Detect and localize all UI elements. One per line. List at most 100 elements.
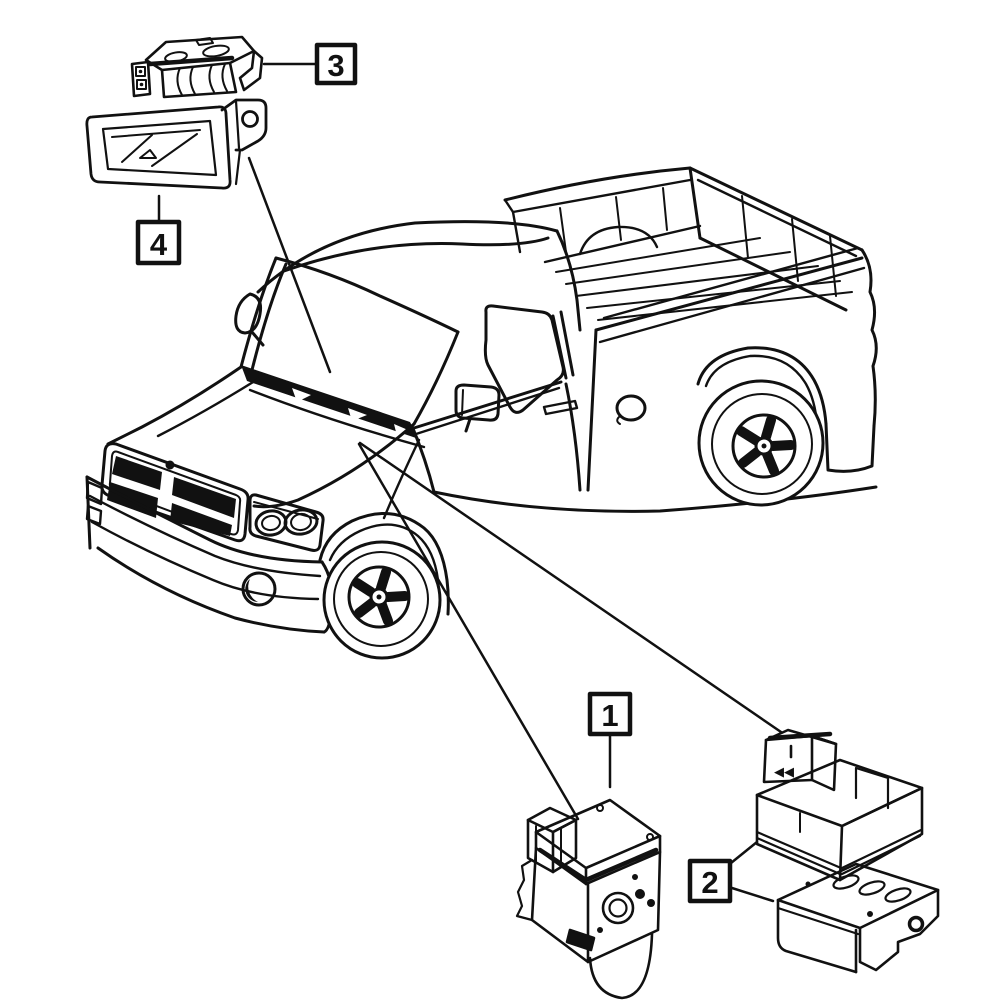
belt-line-lower <box>414 386 561 436</box>
tailgate-outer-silhouette <box>860 248 878 428</box>
b-pillar-front <box>551 314 568 380</box>
abs-module-front-band-1 <box>755 830 843 870</box>
door-window <box>483 304 565 414</box>
truck-front-fascia <box>85 442 450 634</box>
headlamp-housing <box>248 493 325 552</box>
headlamp <box>248 493 325 552</box>
tailgate-top-edge <box>688 166 864 252</box>
leader-callout2-to-module <box>729 840 759 865</box>
callout-4: 4 <box>135 219 182 266</box>
tailgate-rib-3 <box>829 235 837 297</box>
fog-lamp <box>241 571 277 607</box>
hood-left-edge <box>106 365 243 446</box>
module-connector-pin-2 <box>139 82 144 87</box>
abs-module-connector-top-band <box>767 731 833 741</box>
right-mirror-line <box>461 389 464 416</box>
front-tire-sidewall <box>333 551 429 647</box>
tailgate-bottom-edge <box>698 236 848 312</box>
bracket-fold-line <box>234 99 241 150</box>
far-wall-strut-2 <box>615 196 622 241</box>
callout-1-box <box>587 691 633 737</box>
left-mirror-arm <box>250 330 265 347</box>
grille-outer-frame <box>100 442 250 543</box>
valve-block-port-3 <box>884 887 912 903</box>
truck-bed <box>503 166 878 492</box>
tailgate-rib-1 <box>741 195 749 259</box>
module-strap-2b <box>221 63 228 92</box>
module-connector-port-2 <box>136 79 147 90</box>
valve-block-dot-1 <box>805 881 811 887</box>
grille-quadrant-top-left <box>112 456 162 490</box>
crosshair-grille <box>100 442 250 543</box>
leader-truck-to-part1 <box>357 442 580 821</box>
part-2-abs-module: ◀◀ <box>755 728 924 882</box>
windshield-right-edge <box>412 330 460 426</box>
truck-illustration <box>85 166 878 660</box>
valve-block-side-port <box>907 915 925 933</box>
hcu-connector-slot <box>565 928 596 952</box>
headlamp-lens-left-inner <box>261 514 281 532</box>
hcu-body-right-face <box>586 850 662 964</box>
front-bumper <box>85 475 334 634</box>
hcu-top-bolt-2 <box>646 833 654 841</box>
part-1-abs-hcu <box>515 798 662 1000</box>
hcu-lid-band <box>537 847 659 883</box>
far-wall-base <box>543 224 702 264</box>
headlamp-lens-right-inner <box>290 512 312 532</box>
bumper-crease-1 <box>88 494 322 578</box>
windshield-top-edge <box>274 256 460 334</box>
callout-3-box <box>314 42 358 86</box>
abs-module-connector-side <box>810 734 838 792</box>
abs-module-right-band-1 <box>840 828 923 870</box>
module-strap-2a <box>208 64 215 93</box>
hcu-connector-front <box>526 818 555 874</box>
grille-quadrant-bottom-right <box>170 503 232 536</box>
hcu-pump-motor <box>588 932 654 1000</box>
callout-4-box <box>135 219 182 266</box>
marker-lamp-upper <box>85 480 104 506</box>
rear-wheel-arch-outer <box>696 346 828 426</box>
part-3-control-module <box>130 35 264 99</box>
valve-block-front-face <box>776 898 858 974</box>
far-wall-strut-3 <box>662 187 668 231</box>
bumper-crease-2 <box>90 520 320 601</box>
rear-hub-dot <box>761 443 767 449</box>
bracket-leg <box>234 148 242 186</box>
hood-crease <box>156 377 260 438</box>
valve-block-right-face <box>858 888 940 972</box>
hcu-port-inner <box>608 898 628 918</box>
cab-rear-edge <box>555 229 582 332</box>
module-connector-port-1 <box>135 66 146 77</box>
hcu-side-flange <box>515 858 534 922</box>
bezel-inner-frame <box>101 119 218 177</box>
grille-quadrant-top-right <box>172 477 236 518</box>
callout-4-label: 4 <box>150 227 168 262</box>
bed-far-rail-inner <box>511 178 692 214</box>
leader-truck-to-part2 <box>358 441 783 734</box>
module-top-nub <box>195 37 214 46</box>
hcu-dot-2 <box>647 899 655 907</box>
callout-2: 2 <box>687 858 733 904</box>
module-strap-1b <box>189 66 196 95</box>
b-pillar-rear <box>559 310 575 377</box>
headlamp-lens-left <box>254 509 288 537</box>
valve-block-port-1 <box>832 874 860 890</box>
abs-module-front-face <box>755 793 844 882</box>
bezel-brace-1 <box>121 134 153 163</box>
ram-badge <box>165 460 175 470</box>
valve-block-port-2 <box>858 880 886 896</box>
rear-wheel <box>697 379 825 507</box>
tailgate-left-edge <box>688 166 702 240</box>
right-mirror-arm <box>464 417 472 433</box>
valve-block-front-band <box>776 906 860 936</box>
door-rear-edge <box>564 382 582 492</box>
callout-2-box <box>687 858 733 904</box>
abs-module-front-band-2 <box>755 836 842 876</box>
bumper-bottom-edge <box>96 546 326 634</box>
hcu-dot-3 <box>632 874 638 880</box>
fuel-filler-notch <box>616 416 621 425</box>
part-2-valve-block <box>776 862 940 974</box>
bezel-brace-2 <box>151 133 198 167</box>
module-strap-1a <box>176 67 183 96</box>
hood-cowl-gap <box>248 388 426 449</box>
